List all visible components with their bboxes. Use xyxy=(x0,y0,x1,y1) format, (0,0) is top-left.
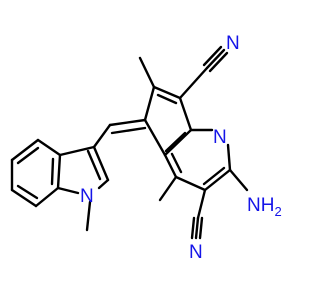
bond-cn-triple-2 xyxy=(202,45,223,67)
bond-c5-ch xyxy=(108,118,147,127)
bond-c4ind-c5ind xyxy=(10,138,40,162)
bond-c4ind-c5ind-double xyxy=(16,146,40,165)
bond-c7a-c4a-inner xyxy=(164,131,187,153)
bond-ch-c3ind xyxy=(92,123,112,149)
bond-c6ind-c7ind xyxy=(10,188,38,208)
bond-c6ind-c7ind-double xyxy=(16,184,39,200)
bond-c4a-c5 xyxy=(143,118,167,157)
bond-n-methyl xyxy=(85,200,92,232)
bond-c2-c3-double xyxy=(202,166,226,186)
bond-c3ind-c3a xyxy=(58,145,96,157)
bond-cn2-triple-2 xyxy=(198,216,204,240)
nh2-main: NH xyxy=(247,195,274,216)
bond-c4-methyl xyxy=(158,175,178,202)
bond-c5-ch-double xyxy=(110,126,147,135)
bond-c3ind-c2ind-double xyxy=(86,149,102,181)
nh2-subscript: 2 xyxy=(274,204,281,219)
bond-cn-triple-3 xyxy=(208,51,229,73)
atom-n-nitrile-top: N xyxy=(226,33,240,54)
bond-n-c7a-ind xyxy=(56,186,80,195)
bond-c2-c3 xyxy=(203,168,232,192)
atom-n-indole: N xyxy=(80,186,94,207)
bond-c2ind-n xyxy=(97,178,110,190)
bond-cn2-triple-1 xyxy=(194,216,200,240)
bond-c6-c7-double xyxy=(156,93,178,105)
bond-c7a-c4a xyxy=(163,128,193,157)
bond-c7-cn xyxy=(178,66,209,100)
bond-c5-c6 xyxy=(143,85,156,122)
atom-n-pyridine: N xyxy=(213,127,227,148)
atom-nh2: NH2 xyxy=(247,195,282,219)
bond-cn2-triple-3 xyxy=(190,216,196,240)
bond-c7-c7a xyxy=(178,96,193,132)
structure-svg: N N NH2 N N xyxy=(10,33,282,263)
bond-c3a-c7a-ind xyxy=(56,153,62,190)
bond-c7ind-c7a-ind xyxy=(34,186,60,208)
bond-c4-c4a xyxy=(163,153,178,179)
bond-c2-nh2 xyxy=(228,168,249,192)
bond-c6-c7 xyxy=(152,85,182,100)
bond-n1-c2 xyxy=(226,143,232,172)
bond-c3ind-c2ind xyxy=(92,145,110,182)
bond-c3a-c4ind xyxy=(36,138,62,157)
bond-c6-methyl xyxy=(138,56,156,89)
bond-c3a-c7a-ind-double xyxy=(50,157,55,186)
molecule-drawing: N N NH2 N N xyxy=(10,33,282,263)
atom-n-nitrile-bottom: N xyxy=(189,242,203,263)
bond-cn-triple-1 xyxy=(205,48,226,70)
bond-c3-c4 xyxy=(174,175,207,192)
bond-c4-c4a-double xyxy=(170,152,183,174)
bond-c3-cn xyxy=(196,188,207,220)
